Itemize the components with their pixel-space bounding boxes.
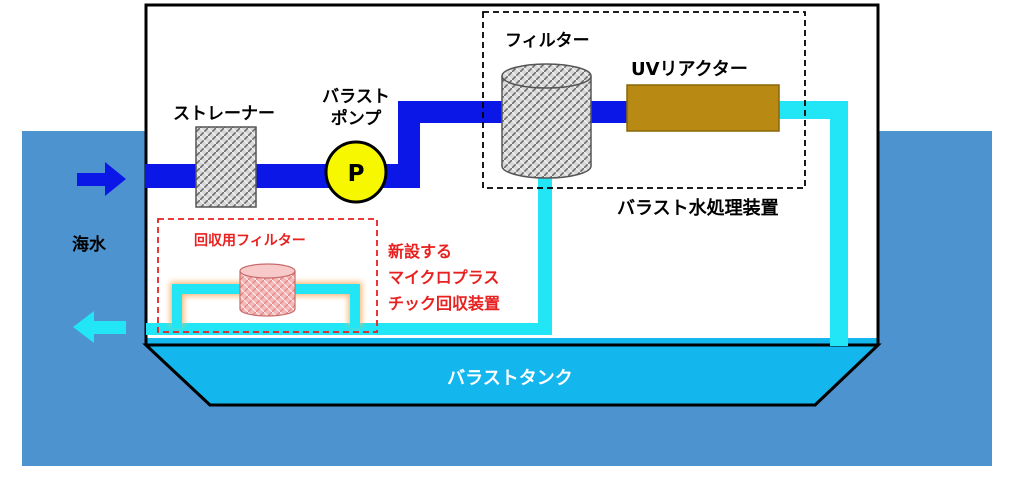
recovery-device-box xyxy=(157,218,378,333)
seawater-label: 海水 xyxy=(72,235,106,255)
filter-label: フィルター xyxy=(505,31,590,51)
ballast-pump: P xyxy=(324,140,388,204)
recovery-device xyxy=(157,218,378,333)
ballast-tank xyxy=(147,338,877,404)
new-device-label: 新設する マイクロプラス チック回収装置 xyxy=(388,239,500,317)
treatment-system-box xyxy=(482,11,806,189)
ballast-pump-label: バラスト ポンプ xyxy=(306,86,406,130)
new-device-label-line2: マイクロプラス xyxy=(388,268,500,287)
ballast-tank-label: バラストタンク xyxy=(447,368,573,389)
recovery-filter-label: 回収用フィルター xyxy=(194,233,306,249)
recovery-filter xyxy=(239,263,296,317)
ballast-pump-label-line1: バラスト xyxy=(322,87,390,107)
new-device-label-line1: 新設する xyxy=(388,242,453,261)
uv-reactor-label: UVリアクター xyxy=(631,59,748,80)
outflow-arrow-icon xyxy=(73,311,126,343)
treatment-system-label: バラスト水処理装置 xyxy=(617,198,779,219)
uv-reactor xyxy=(626,84,780,132)
strainer-label: ストレーナー xyxy=(173,104,275,124)
treatment-filter xyxy=(501,63,592,179)
ballast-pump-label-line2: ポンプ xyxy=(330,109,382,129)
new-device-label-line3: チック回収装置 xyxy=(388,294,501,313)
pump-symbol: P xyxy=(348,161,365,187)
strainer xyxy=(195,126,257,208)
intake-arrow-icon xyxy=(77,162,126,196)
